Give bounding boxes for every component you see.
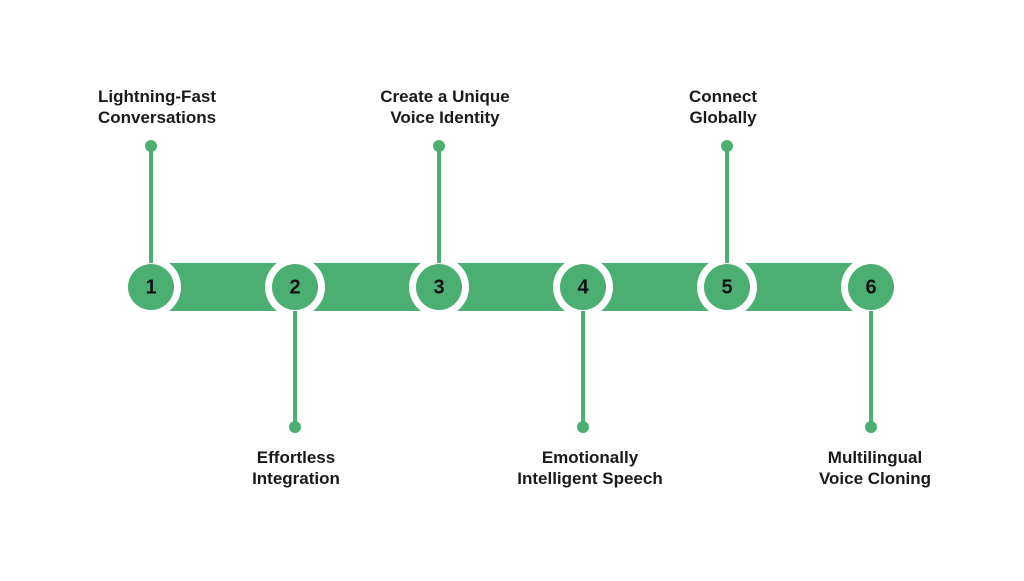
step-5-node — [704, 264, 750, 310]
step-4-label-line-2: Intelligent Speech — [517, 469, 663, 488]
step-2-node — [272, 264, 318, 310]
step-3-label-line-1: Create a Unique — [380, 87, 510, 106]
step-1-label-line-1: Lightning-Fast — [97, 87, 217, 106]
step-4-label: Emotionally Intelligent Speech — [490, 447, 690, 489]
step-4-stem-dot — [577, 421, 589, 433]
step-5-stem-dot — [721, 140, 733, 152]
step-1-label: Lightning-Fast Conversations — [57, 86, 257, 128]
step-3-number: 3 — [433, 276, 444, 298]
step-4-label-line-1: Emotionally — [541, 448, 639, 467]
step-2-label-line-1: Effortless — [256, 448, 336, 467]
step-3-stem-dot — [433, 140, 445, 152]
step-3-label-line-2: Voice Identity — [390, 108, 500, 127]
step-2-label: Effortless Integration — [196, 447, 396, 489]
step-5-label: Connect Globally — [623, 86, 823, 128]
step-2-label-line-2: Integration — [252, 469, 340, 488]
step-5-number: 5 — [721, 276, 732, 298]
step-5-label-line-1: Connect — [689, 87, 757, 106]
label-stems — [145, 140, 877, 433]
step-3-node — [416, 264, 462, 310]
step-1-stem-dot — [145, 140, 157, 152]
step-nodes: 1 2 3 4 5 6 — [121, 257, 901, 317]
step-6-node — [848, 264, 894, 310]
step-4-number: 4 — [577, 276, 589, 298]
step-1-label-line-2: Conversations — [97, 108, 217, 127]
step-1-number: 1 — [145, 276, 156, 298]
step-6-stem-dot — [865, 421, 877, 433]
step-3-label: Create a Unique Voice Identity — [345, 86, 545, 128]
step-2-number: 2 — [289, 276, 300, 298]
step-4-node — [560, 264, 606, 310]
step-5-label-line-2: Globally — [689, 108, 757, 127]
step-6-label: Multilingual Voice Cloning — [775, 447, 975, 489]
connector-bars — [151, 263, 871, 311]
step-6-label-line-1: Multilingual — [827, 448, 923, 467]
step-6-label-line-2: Voice Cloning — [818, 469, 932, 488]
step-6-number: 6 — [865, 276, 876, 298]
step-2-stem-dot — [289, 421, 301, 433]
step-1-node — [128, 264, 174, 310]
